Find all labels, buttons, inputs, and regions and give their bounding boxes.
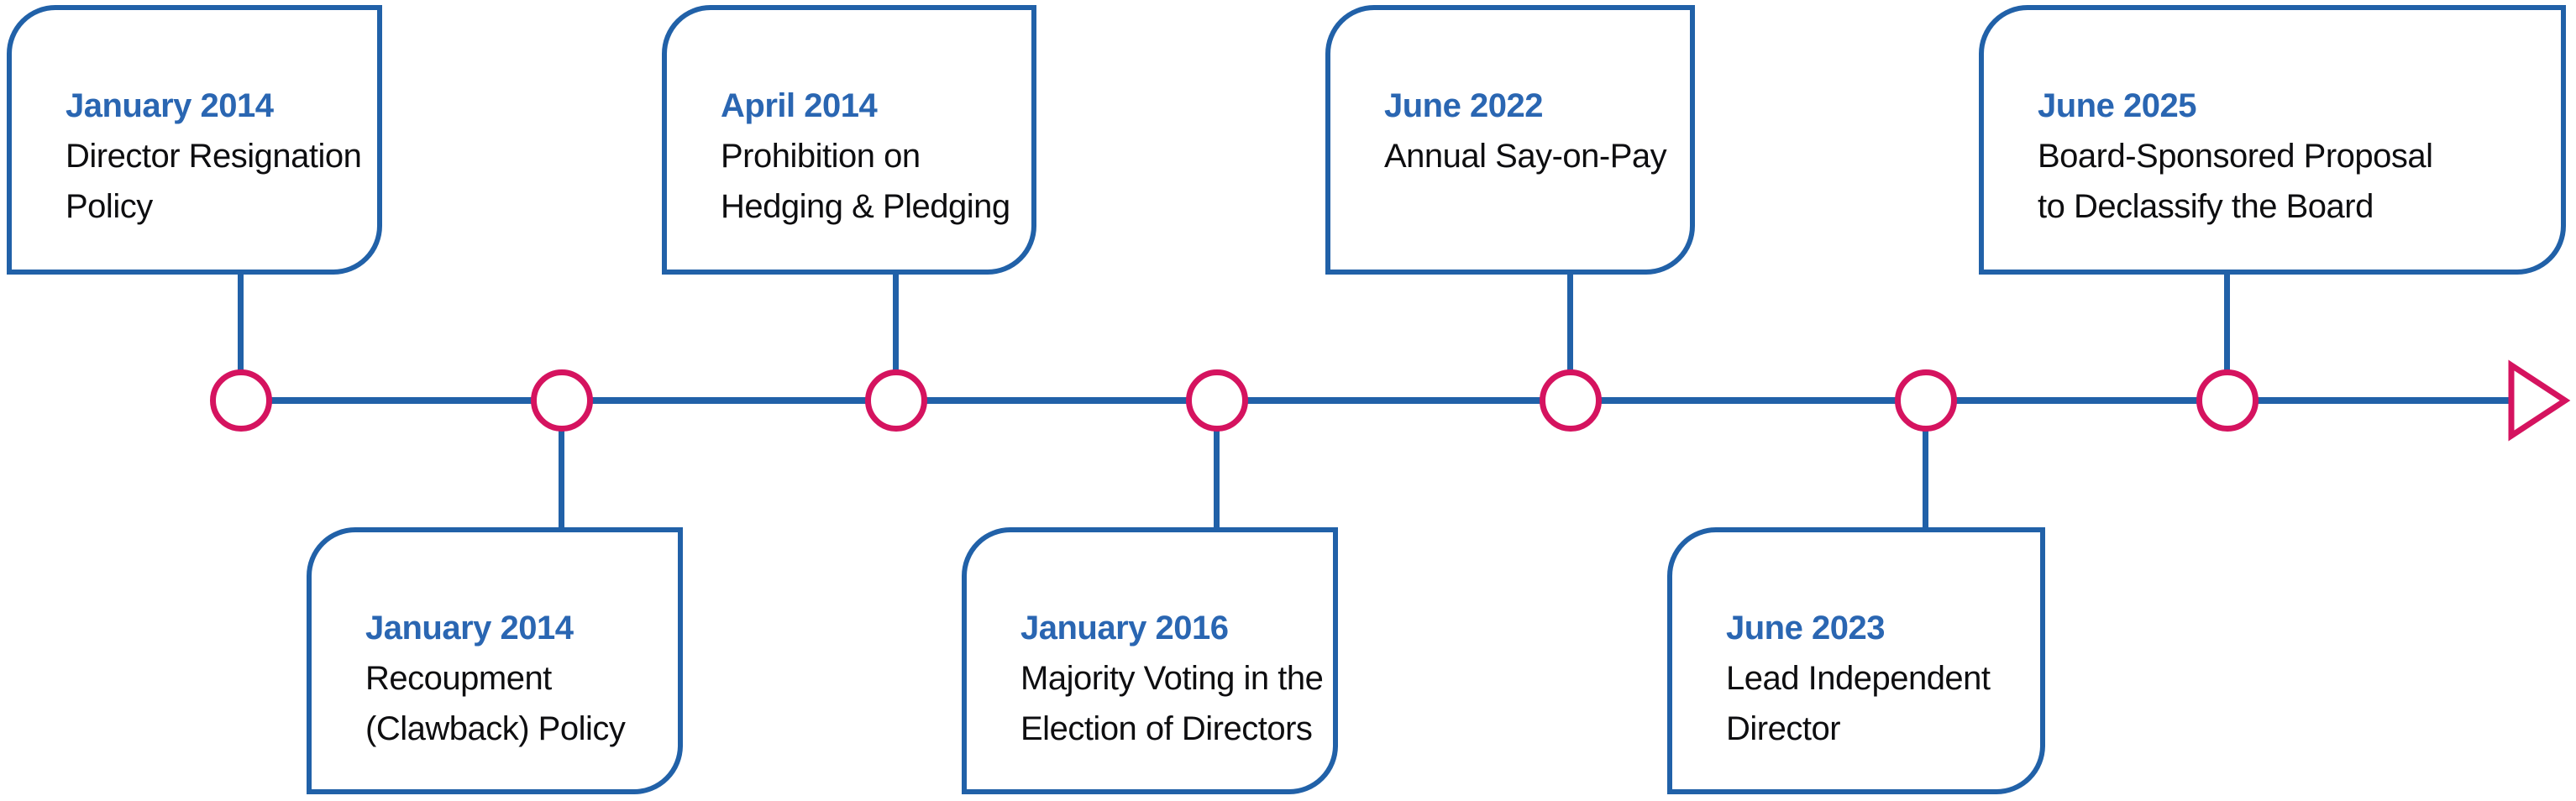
circle-marker-icon xyxy=(210,369,272,432)
event-date: January 2016 xyxy=(1020,610,1229,647)
event-card-recoupment-clawback-policy: January 2014 Recoupment (Clawback) Polic… xyxy=(307,527,683,794)
connector-event-1 xyxy=(238,272,244,400)
event-title: Lead Independent Director xyxy=(1726,660,1991,747)
circle-marker-icon xyxy=(865,369,927,432)
event-date: April 2014 xyxy=(721,87,878,124)
event-card-lead-independent-director: June 2023 Lead Independent Director xyxy=(1667,527,2045,794)
event-card-majority-voting: January 2016 Majority Voting in the Elec… xyxy=(962,527,1338,794)
event-title: Director Resignation Policy xyxy=(66,138,362,225)
circle-marker-icon xyxy=(531,369,593,432)
event-card-declassify-board-proposal: June 2025 Board-Sponsored Proposal to De… xyxy=(1979,5,2566,275)
event-date: January 2014 xyxy=(365,610,574,647)
event-title: Prohibition on Hedging & Pledging xyxy=(721,138,1010,225)
event-date: June 2023 xyxy=(1726,610,1885,647)
circle-marker-icon xyxy=(1186,369,1248,432)
event-card-annual-say-on-pay: June 2022 Annual Say-on-Pay xyxy=(1325,5,1695,275)
circle-marker-icon xyxy=(1540,369,1602,432)
event-date: January 2014 xyxy=(66,87,274,124)
connector-event-4 xyxy=(1214,400,1220,528)
event-title: Board-Sponsored Proposal to Declassify t… xyxy=(2038,138,2433,225)
event-date: June 2025 xyxy=(2038,87,2196,124)
arrow-right-icon xyxy=(2508,359,2571,442)
connector-event-7 xyxy=(2224,272,2230,400)
event-date: June 2022 xyxy=(1384,87,1543,124)
event-title: Majority Voting in the Election of Direc… xyxy=(1020,660,1324,747)
event-title: Annual Say-on-Pay xyxy=(1384,138,1667,175)
circle-marker-icon xyxy=(2196,369,2259,432)
event-card-director-resignation-policy: January 2014 Director Resignation Policy xyxy=(7,5,382,275)
event-card-prohibition-hedging-pledging: April 2014 Prohibition on Hedging & Pled… xyxy=(662,5,1036,275)
connector-event-6 xyxy=(1923,400,1928,528)
connector-event-2 xyxy=(559,400,564,528)
connector-event-5 xyxy=(1567,272,1573,400)
timeline-axis-line xyxy=(241,397,2513,404)
event-title: Recoupment (Clawback) Policy xyxy=(365,660,626,747)
connector-event-3 xyxy=(893,272,899,400)
circle-marker-icon xyxy=(1895,369,1957,432)
